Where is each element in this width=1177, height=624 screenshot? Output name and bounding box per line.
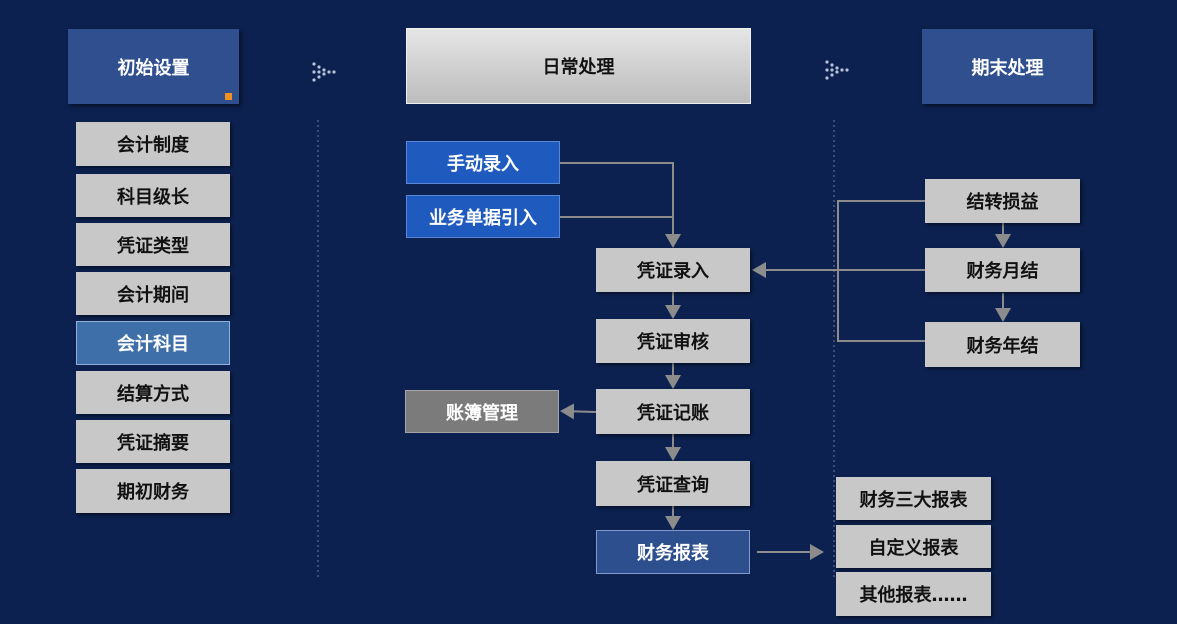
- manual-entry-box: 手动录入: [406, 141, 560, 184]
- report-three-statements: 财务三大报表: [836, 477, 991, 520]
- header-daily-processing-label: 日常处理: [542, 57, 615, 78]
- initial-item-voucher-summary: 凭证摘要: [76, 420, 230, 463]
- header-initial-setup: 初始设置: [68, 29, 239, 104]
- corner-marker-icon: [225, 93, 232, 100]
- voucher-post-box: 凭证记账: [596, 389, 750, 434]
- monthly-close-box: 财务月结: [925, 248, 1080, 292]
- voucher-query-box: 凭证查询: [596, 461, 750, 506]
- financial-report-box: 财务报表: [596, 530, 750, 574]
- doc-import-box: 业务单据引入: [406, 195, 560, 238]
- header-daily-processing: 日常处理: [406, 28, 751, 104]
- voucher-entry-box: 凭证录入: [596, 248, 750, 292]
- initial-item-settlement-method: 结算方式: [76, 371, 230, 414]
- header-period-end: 期末处理: [922, 29, 1093, 104]
- report-others: 其他报表……: [836, 572, 991, 616]
- report-custom: 自定义报表: [836, 525, 991, 568]
- header-period-end-label: 期末处理: [971, 57, 1044, 79]
- initial-item-accounting-subject: 会计科目: [76, 321, 230, 365]
- initial-item-accounting-system: 会计制度: [76, 122, 230, 166]
- header-initial-setup-label: 初始设置: [117, 57, 190, 79]
- initial-item-subject-level: 科目级长: [76, 174, 230, 217]
- chevron-right-icon: [312, 62, 336, 82]
- chevron-right-icon: [825, 60, 849, 80]
- initial-item-accounting-period: 会计期间: [76, 272, 230, 315]
- yearly-close-box: 财务年结: [925, 322, 1080, 367]
- carry-forward-box: 结转损益: [925, 179, 1080, 223]
- initial-item-opening-finance: 期初财务: [76, 469, 230, 513]
- initial-item-voucher-type: 凭证类型: [76, 223, 230, 266]
- voucher-audit-box: 凭证审核: [596, 319, 750, 363]
- ledger-management-box: 账簿管理: [405, 390, 559, 433]
